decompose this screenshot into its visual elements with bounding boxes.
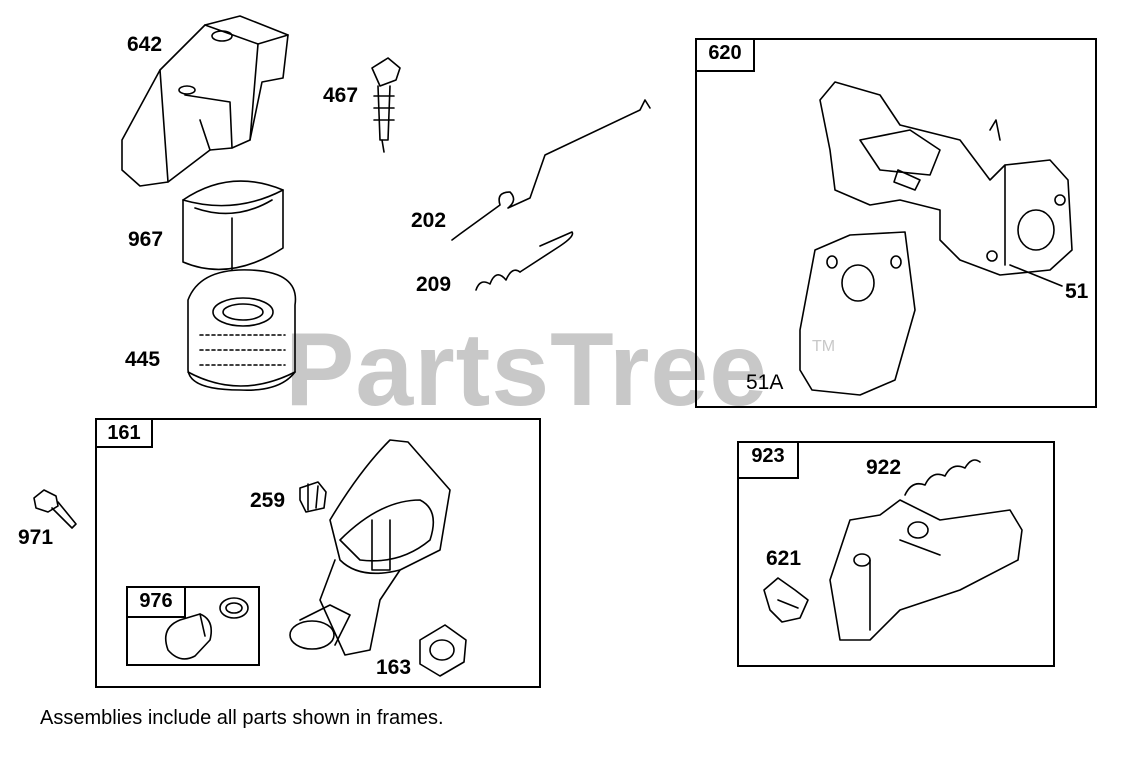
callout-922[interactable]: 922 <box>866 456 902 479</box>
pre-cleaner-drawing[interactable] <box>182 180 284 271</box>
governor-spring-drawing[interactable] <box>475 231 574 291</box>
callout-209[interactable]: 209 <box>416 273 452 296</box>
air-cleaner-cover-drawing[interactable] <box>121 15 289 187</box>
leader-line-51 <box>1009 264 1063 287</box>
callout-967[interactable]: 967 <box>128 228 164 251</box>
gasket-51a-drawing[interactable] <box>799 231 916 396</box>
callout-259[interactable]: 259 <box>250 489 286 512</box>
frame-976 <box>126 586 260 666</box>
governor-control-drawing[interactable] <box>829 499 1023 641</box>
callout-467[interactable]: 467 <box>323 84 359 107</box>
frame-label-161[interactable]: 161 <box>95 418 153 448</box>
bolt-drawing[interactable] <box>33 489 77 529</box>
watermark: PartsTree <box>285 312 769 428</box>
elbow-drawing[interactable] <box>164 597 249 660</box>
gasket-drawing[interactable] <box>419 624 467 677</box>
callout-51a[interactable]: 51A <box>746 371 784 394</box>
callout-163[interactable]: 163 <box>376 656 412 679</box>
frame-label-620[interactable]: 620 <box>695 38 755 72</box>
primer-bulb-drawing[interactable] <box>371 57 401 153</box>
throttle-clip-drawing[interactable] <box>763 577 809 623</box>
air-cleaner-base-drawing[interactable] <box>289 439 451 656</box>
watermark-trademark: TM <box>812 338 836 355</box>
callout-621[interactable]: 621 <box>766 547 802 570</box>
callout-971[interactable]: 971 <box>18 526 54 549</box>
governor-link-drawing[interactable] <box>451 99 651 241</box>
callout-445[interactable]: 445 <box>125 348 161 371</box>
callout-642[interactable]: 642 <box>127 33 163 56</box>
assemblies-note: Assemblies include all parts shown in fr… <box>40 707 444 729</box>
callout-51[interactable]: 51 <box>1065 280 1089 303</box>
connector-drawing[interactable] <box>299 481 327 513</box>
callout-202[interactable]: 202 <box>411 209 447 232</box>
frame-161 <box>95 418 541 688</box>
frame-label-923[interactable]: 923 <box>737 441 799 479</box>
control-bracket-drawing[interactable] <box>819 81 1073 276</box>
frame-label-976[interactable]: 976 <box>126 586 186 618</box>
frame-620 <box>695 38 1097 408</box>
frame-923 <box>737 441 1055 667</box>
governor-spring-922-drawing[interactable] <box>904 459 981 496</box>
air-filter-drawing[interactable] <box>187 269 297 391</box>
